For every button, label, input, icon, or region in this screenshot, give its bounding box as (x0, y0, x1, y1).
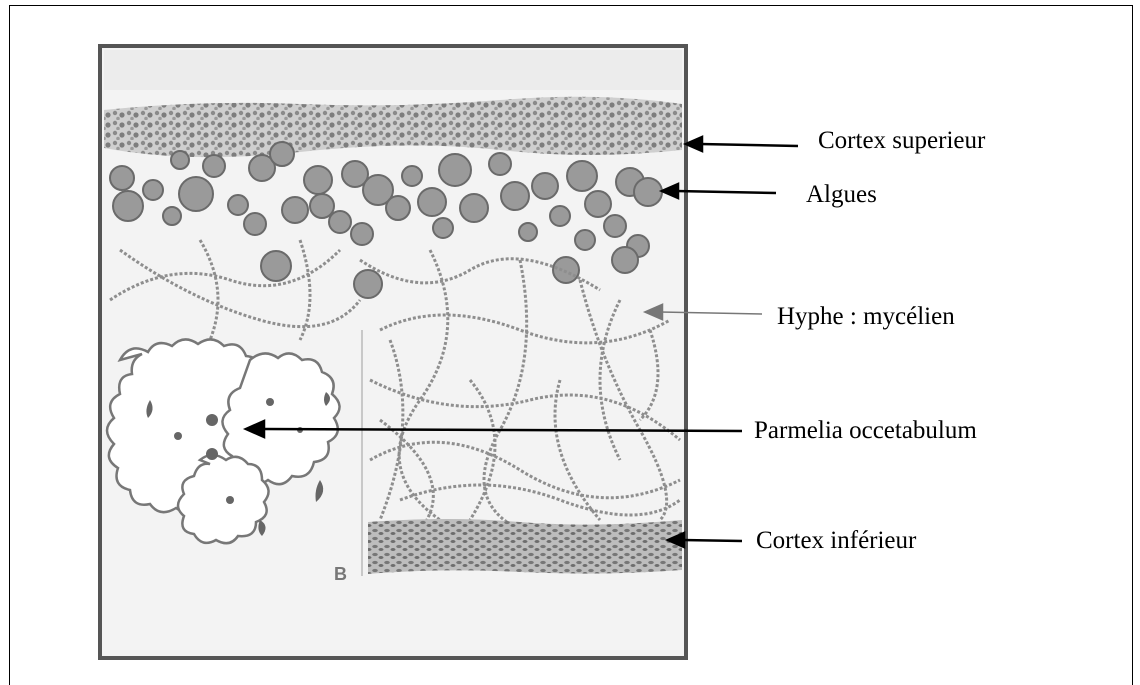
arrow-cortex-inferieur (682, 540, 742, 541)
label-cortex-inferieur: Cortex inférieur (756, 528, 916, 553)
label-hyphe-mycelien: Hyphe : mycélien (777, 304, 955, 329)
arrow-cortex-superieur (700, 144, 798, 146)
label-algues: Algues (806, 182, 877, 207)
panel-letter: B (334, 564, 347, 585)
label-parmelia-occetabulum: Parmelia occetabulum (754, 418, 977, 443)
label-cortex-superieur: Cortex superieur (818, 128, 985, 153)
lower-cortex-layer (368, 519, 682, 574)
arrow-algues (676, 191, 776, 193)
